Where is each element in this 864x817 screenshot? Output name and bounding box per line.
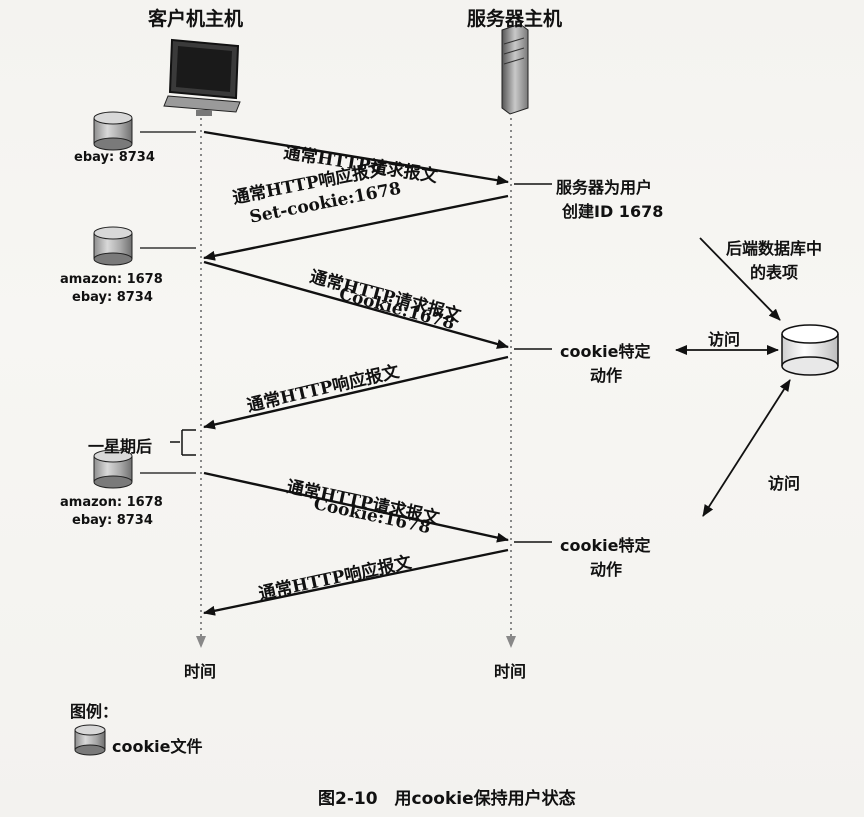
- cookie-file-label: amazon: 1678: [60, 272, 163, 287]
- arrow-request-3: [203, 471, 509, 543]
- arrow-response-1: [203, 194, 509, 261]
- figure-caption: 图2-10 用cookie保持用户状态: [318, 789, 576, 809]
- server-note-label: cookie特定: [560, 536, 651, 555]
- database-icon: [781, 324, 839, 376]
- arrow-request-1: [203, 130, 509, 186]
- server-time-label: 时间: [494, 662, 527, 681]
- legend-title: 图例：: [70, 702, 119, 721]
- access-label: 访问: [708, 330, 741, 349]
- client-computer-icon: [163, 38, 241, 116]
- server-tower-icon: [501, 23, 529, 115]
- access-label: 访问: [768, 474, 801, 493]
- database-label: 的表项: [750, 263, 799, 282]
- one-week-later-label: 一星期后: [88, 437, 153, 456]
- client-host-label: 客户机主机: [148, 8, 244, 30]
- server-host-label: 服务器主机: [467, 8, 563, 30]
- database-label: 后端数据库中: [726, 239, 823, 258]
- server-note-label: 动作: [590, 366, 623, 385]
- server-note-label: 动作: [590, 560, 623, 579]
- cookie-file-label: ebay: 8734: [74, 150, 155, 165]
- client-time-label: 时间: [184, 662, 217, 681]
- cookie-file-icon: [93, 111, 133, 151]
- legend-cookie-icon: [74, 724, 106, 756]
- arrow-response-3: [203, 548, 509, 616]
- cookie-file-label: ebay: 8734: [72, 290, 153, 305]
- legend-cookie-label: cookie文件: [112, 737, 203, 756]
- cookie-file-label: ebay: 8734: [72, 513, 153, 528]
- arrow-request-2: [203, 260, 509, 349]
- server-note-label: cookie特定: [560, 342, 651, 361]
- cookie-file-label: amazon: 1678: [60, 495, 163, 510]
- arrow-response-2: [203, 355, 509, 430]
- cookie-file-icon: [93, 226, 133, 266]
- server-note-label: 服务器为用户: [556, 178, 653, 197]
- server-note-label: 创建ID 1678: [562, 202, 664, 221]
- cookie-file-icon: [93, 449, 133, 489]
